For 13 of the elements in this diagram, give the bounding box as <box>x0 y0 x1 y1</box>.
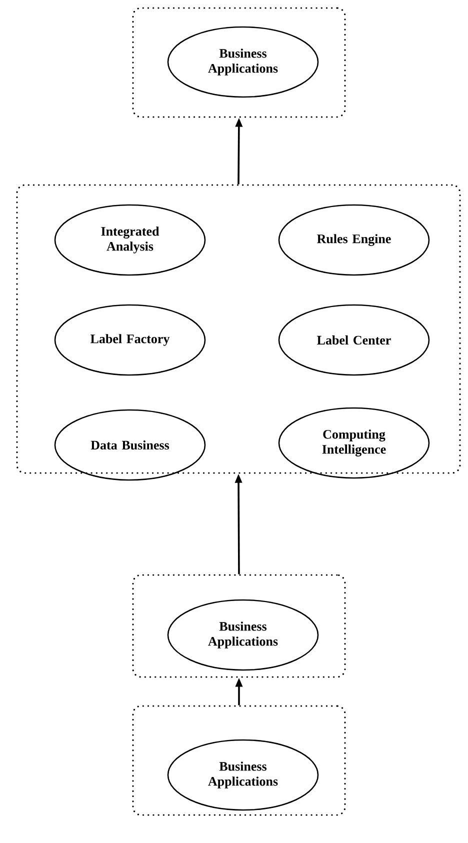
ellipse-node: Label Factory <box>54 304 206 376</box>
ellipse-node: Integrated Analysis <box>54 204 206 276</box>
dotted-group-box <box>132 705 346 816</box>
ellipse-node: Business Applications <box>167 599 319 671</box>
ellipse-node: Business Applications <box>167 26 319 98</box>
ellipse-node: Computing Intelligence <box>278 407 430 479</box>
ellipse-node: Data Business <box>54 409 206 481</box>
ellipse-node: Business Applications <box>167 739 319 811</box>
ellipse-node: Label Center <box>278 304 430 376</box>
dotted-group-box <box>132 574 346 678</box>
ellipse-node: Rules Engine <box>278 204 430 276</box>
dotted-group-box <box>132 7 346 118</box>
dotted-group-box <box>16 184 461 474</box>
